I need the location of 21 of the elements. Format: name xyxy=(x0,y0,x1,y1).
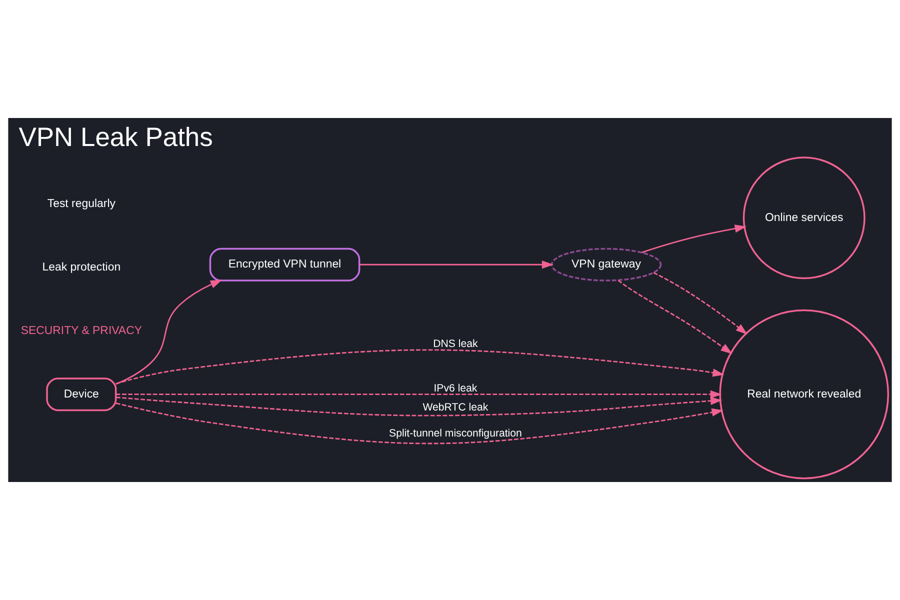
arrow xyxy=(116,280,222,385)
arrow xyxy=(116,396,722,416)
diagram-title: VPN Leak Paths xyxy=(18,122,213,152)
node-ellipse: VPN gateway xyxy=(550,248,662,282)
label: SECURITY & PRIVACY xyxy=(20,324,142,337)
arrow xyxy=(642,224,747,254)
node-box: Device xyxy=(46,378,117,412)
node-box: Encrypted VPN tunnel xyxy=(209,248,360,282)
arrow xyxy=(116,349,724,384)
edge-label: WebRTC leak xyxy=(422,402,488,414)
arrow xyxy=(116,390,722,398)
label: Leak protection xyxy=(42,261,121,274)
edge-label: IPv6 leak xyxy=(434,382,478,394)
arrow xyxy=(359,260,554,269)
label: Test regularly xyxy=(47,198,116,210)
edge-label: DNS leak xyxy=(433,338,478,350)
arrow xyxy=(653,272,748,335)
arrow xyxy=(116,402,724,444)
edge-label: Split-tunnel misconfiguration xyxy=(389,427,522,440)
arrow xyxy=(618,280,732,354)
node-circle: Online services xyxy=(742,156,866,280)
